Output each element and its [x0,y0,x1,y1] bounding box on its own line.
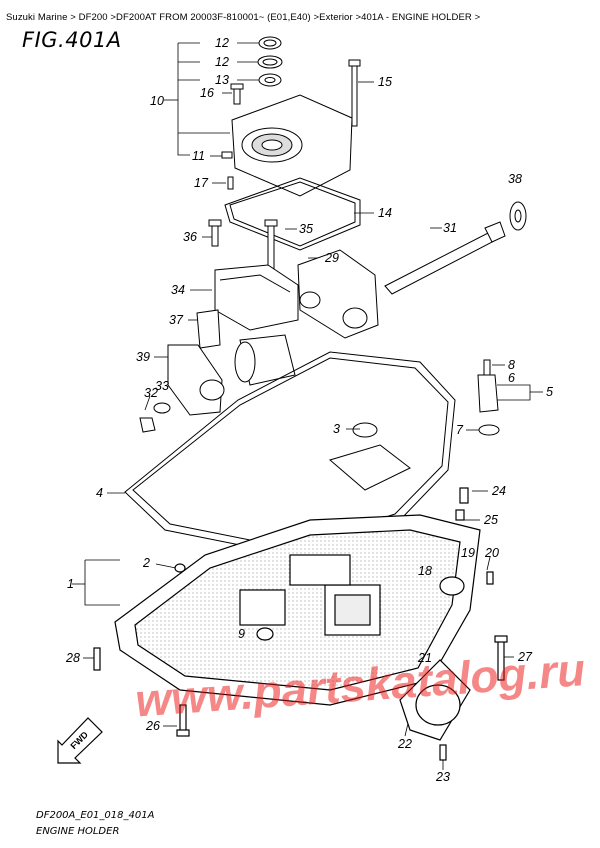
long-bolt-31 [384,201,527,295]
callout-32: 32 [144,386,158,400]
callout-5: 5 [546,385,553,399]
callout-34: 34 [171,283,185,297]
callout-20: 20 [484,546,499,560]
callout-8: 8 [508,358,515,372]
footer-code: DF200A_E01_018_401A [36,810,155,821]
callout-21: 21 [417,651,432,665]
callout-15: 15 [378,75,392,89]
figure-title: FIG.401A [22,28,122,52]
callout-11: 11 [192,149,205,163]
callout-33: 33 [155,379,169,393]
callout-6: 6 [508,371,515,385]
breadcrumb[interactable]: Suzuki Marine > DF200 >DF200AT FROM 2000… [6,12,481,23]
callout-9: 9 [238,627,245,641]
bolts [208,219,278,275]
callout-12b: 12 [215,55,229,69]
fwd-arrow-icon: FWD [57,717,103,764]
callout-28: 28 [65,651,80,665]
callout-29: 29 [324,251,339,265]
callout-numbers: 12 12 13 16 15 10 11 17 14 38 36 35 31 2… [65,36,553,784]
callout-18: 18 [418,564,432,578]
fittings [477,359,500,436]
callout-38: 38 [508,172,522,186]
callout-31: 31 [443,221,457,235]
callout-10: 10 [150,94,164,108]
engine-holder-blocks [139,249,379,433]
footer-caption: ENGINE HOLDER [36,826,120,837]
callout-39: 39 [136,350,150,364]
callout-12a: 12 [215,36,229,50]
callout-24: 24 [491,484,506,498]
callout-13: 13 [215,73,229,87]
callout-7: 7 [456,423,464,437]
callout-23: 23 [435,770,450,784]
callout-35: 35 [299,222,313,236]
callout-3: 3 [333,422,340,436]
top-cover-assembly [221,36,361,197]
oil-pan [93,487,508,761]
callout-19: 19 [461,546,475,560]
callout-26: 26 [145,719,160,733]
callout-2: 2 [142,556,150,570]
callout-1: 1 [67,577,74,591]
callout-37: 37 [169,313,184,327]
callout-25: 25 [483,513,498,527]
callout-22: 22 [397,737,412,751]
gasket-14 [224,177,361,251]
callout-27: 27 [517,650,533,664]
callout-17: 17 [194,176,209,190]
gasket-4 [124,351,456,556]
callout-36: 36 [183,230,197,244]
callout-14: 14 [378,206,392,220]
callout-16: 16 [200,86,214,100]
callout-4: 4 [96,486,103,500]
